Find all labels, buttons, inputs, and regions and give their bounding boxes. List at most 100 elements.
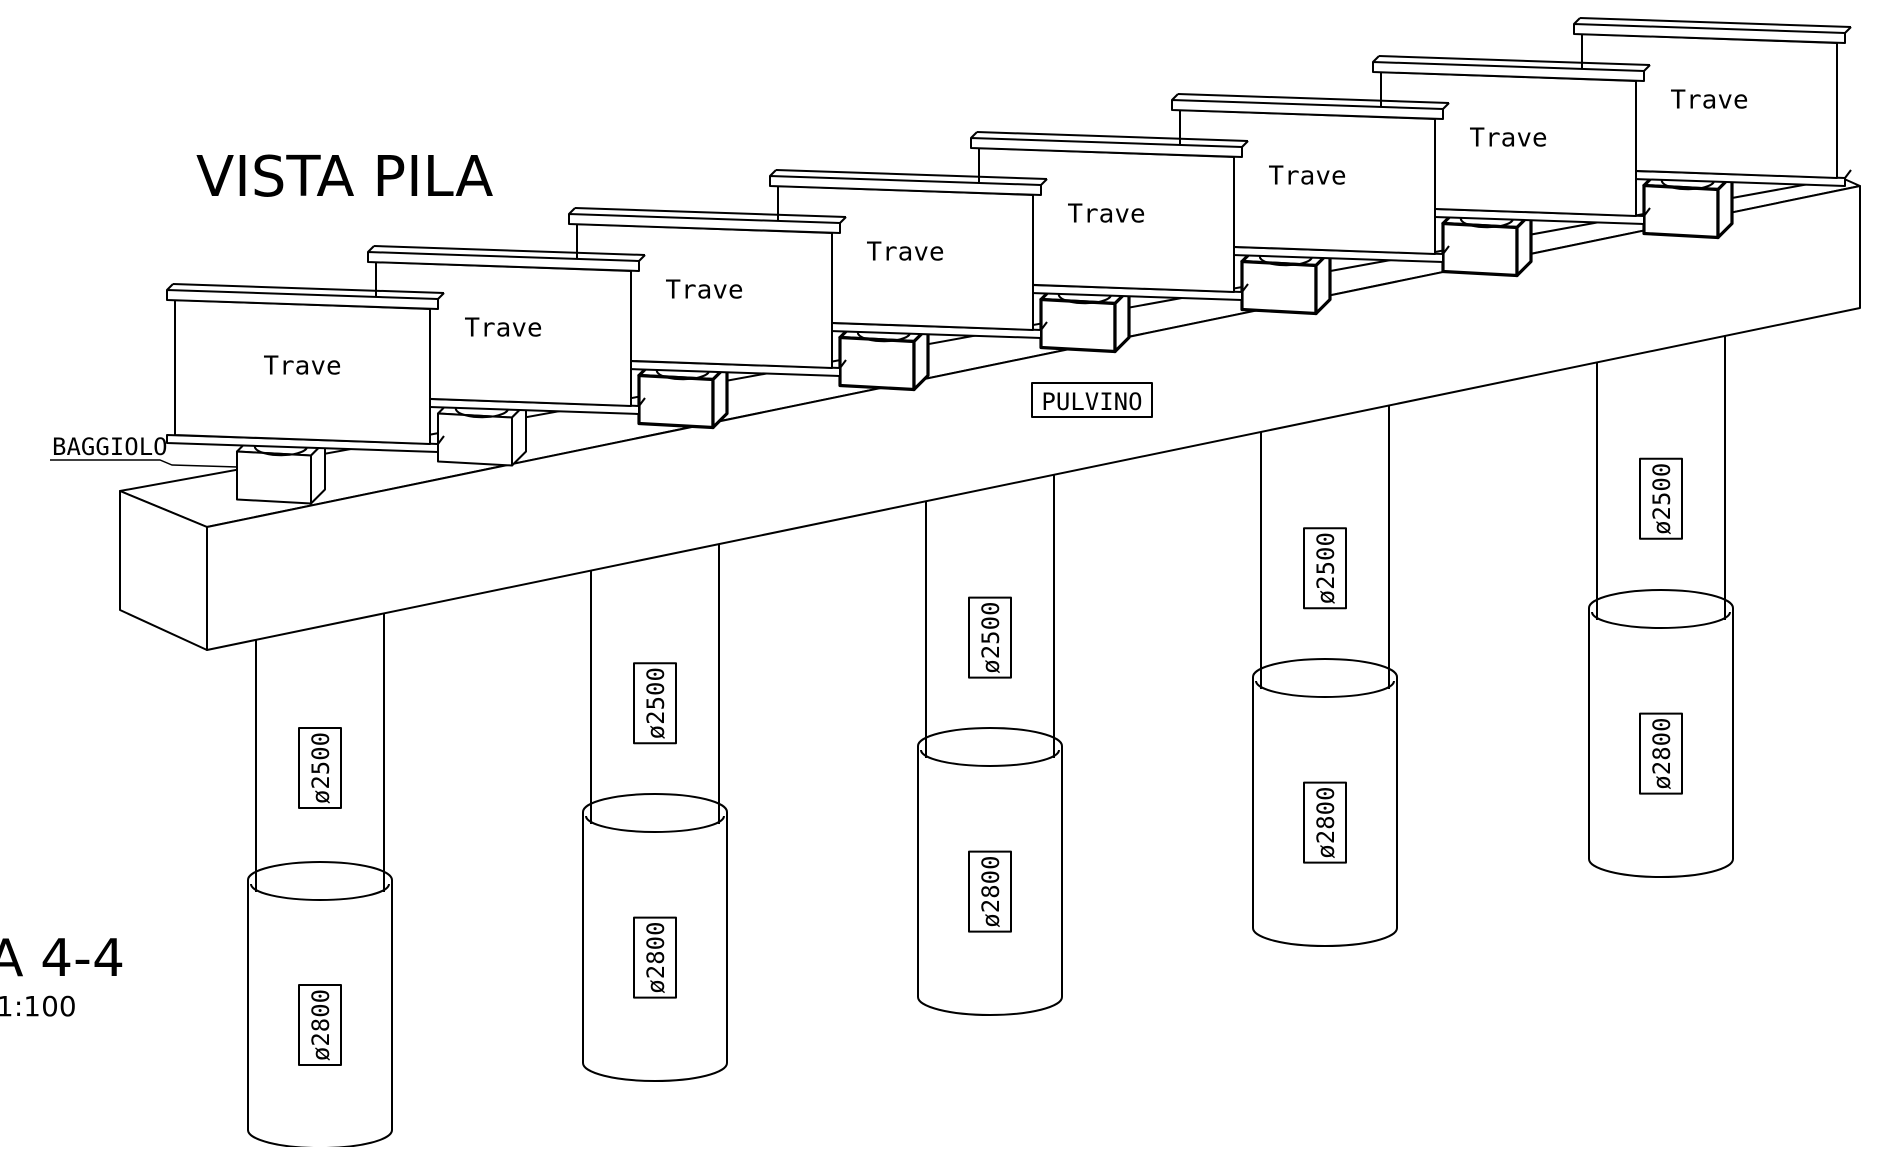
pile-top-rim (585, 815, 725, 833)
column-diameter-label: ø2500 (1639, 457, 1683, 540)
pile-diameter-label: ø2800 (1639, 712, 1683, 795)
beam-bottom-flange-edge (1442, 245, 1450, 255)
bearing-block-callout: BAGGIOLO (50, 433, 239, 468)
pile-top-edge (247, 861, 393, 881)
beam-top-flange-edge (970, 131, 978, 139)
beam-top-flange-corner (1844, 26, 1852, 34)
pile-top-rim (1255, 680, 1395, 698)
column-diameter-label-box (1303, 527, 1347, 610)
pile-diameter-label-text: ø2800 (1312, 786, 1340, 858)
column-2: ø2500 ø2800 (582, 540, 728, 1082)
bearing-pad (856, 331, 911, 343)
pile-top-edge (582, 793, 728, 813)
beam-top-flange (769, 175, 1042, 196)
bearing-block-front (838, 335, 916, 392)
bearing-pad (253, 445, 308, 457)
bearing-pad (1459, 217, 1514, 229)
pile-diameter-label-box (298, 984, 342, 1066)
pile-top-edge (1252, 658, 1398, 678)
beam-top-flange-edge (1372, 55, 1380, 63)
beam-label: Trave (263, 352, 341, 382)
beam-top-flange (568, 213, 841, 234)
cap-label-box (1031, 382, 1153, 418)
beam-label: Trave (1268, 162, 1346, 192)
beam-label: Trave (1670, 86, 1748, 116)
beam-bottom-flange-edge (1040, 321, 1048, 331)
column-4: ø2500 ø2800 (1252, 405, 1398, 947)
beam-top-flange-corner (1442, 102, 1450, 110)
pile-diameter-label-box (633, 916, 677, 999)
pile-diameter-label-box (1303, 781, 1347, 864)
beam-bottom-flange-edge (638, 397, 646, 407)
bearing-pad (1057, 293, 1112, 305)
pile-top-edge (917, 727, 1063, 747)
cap-label: PULVINO (1041, 388, 1142, 416)
beam-label: Trave (1067, 200, 1145, 230)
beam-top-flange-edge (1171, 93, 1179, 101)
beam-label: Trave (866, 238, 944, 268)
beam-top-flange-edge (367, 245, 375, 253)
section-title: A 4-4 (0, 929, 125, 989)
bearing-block-label: BAGGIOLO (52, 433, 168, 461)
beam-bottom-flange-edge (437, 435, 445, 445)
bearing-block-front (236, 450, 312, 505)
pile-diameter-label: ø2800 (968, 850, 1012, 933)
beam-top-flange-edge (769, 169, 777, 177)
pile-diameter-label: ø2800 (633, 916, 677, 999)
column-diameter-label-box (968, 596, 1012, 679)
column-diameter-label-text: ø2500 (977, 601, 1005, 673)
beam-top-flange-corner (437, 292, 445, 300)
beam-bottom-flange-edge (1844, 169, 1852, 179)
column-diameter-label-text: ø2500 (642, 667, 670, 739)
beam-top-flange-back (172, 283, 445, 294)
column-3: ø2500 ø2800 (917, 475, 1063, 1016)
column-diameter-label: ø2500 (1303, 527, 1347, 610)
beam-1: Trave (166, 283, 445, 505)
beam-top-flange-back (1378, 55, 1651, 66)
beam-top-flange-back (1579, 17, 1852, 28)
pile-diameter-label: ø2800 (298, 984, 342, 1066)
pile-diameter-label-text: ø2800 (977, 855, 1005, 927)
bearing-block-front (1240, 259, 1318, 316)
beam-top-flange (1372, 61, 1645, 82)
bearing-block-front (1039, 297, 1117, 354)
beam-label: Trave (1469, 124, 1547, 154)
beam-top-flange (1573, 23, 1846, 44)
pile-top-rim (920, 749, 1060, 767)
column-5: ø2500 ø2800 (1588, 335, 1734, 878)
bearing-pad (454, 407, 509, 419)
beam-top-flange-edge (166, 283, 174, 291)
pile-diameter-label-text: ø2800 (307, 989, 335, 1061)
beam-top-flange-back (373, 245, 646, 256)
bearing-pad (1258, 255, 1313, 267)
pile-diameter-label-text: ø2800 (1648, 717, 1676, 789)
beam-top-flange-back (976, 131, 1249, 142)
beam-top-flange-corner (1643, 64, 1651, 72)
pile-top-edge (1588, 589, 1734, 609)
pile-diameter-label-text: ø2800 (642, 921, 670, 993)
column-diameter-label-text: ø2500 (1312, 532, 1340, 604)
column-diameter-label-box (633, 662, 677, 745)
pile-top-rim (1591, 611, 1731, 629)
pile-top-rim (250, 883, 390, 901)
beam-top-flange-corner (839, 216, 847, 224)
bearing-block-front (637, 373, 715, 430)
bearing-block-front (1441, 221, 1519, 278)
bearing-pad (655, 369, 710, 381)
pile-diameter-label-box (968, 850, 1012, 933)
column-diameter-label: ø2500 (633, 662, 677, 745)
beam-top-flange (367, 251, 640, 272)
column-diameter-label: ø2500 (968, 596, 1012, 679)
beam-bottom-flange-edge (1643, 207, 1651, 217)
beam-4: Trave (769, 169, 1048, 392)
beam-top-flange-back (775, 169, 1048, 180)
pile-diameter-label: ø2800 (1303, 781, 1347, 864)
beam-top-flange (970, 137, 1243, 158)
column-diameter-label-box (1639, 457, 1683, 540)
beam-bottom-flange-edge (1241, 283, 1249, 293)
columns-group: ø2500 ø2800 ø2500 ø2800 ø2500 ø2800 ø2500 ø2800… (247, 335, 1734, 1149)
column-diameter-label-box (298, 727, 342, 809)
